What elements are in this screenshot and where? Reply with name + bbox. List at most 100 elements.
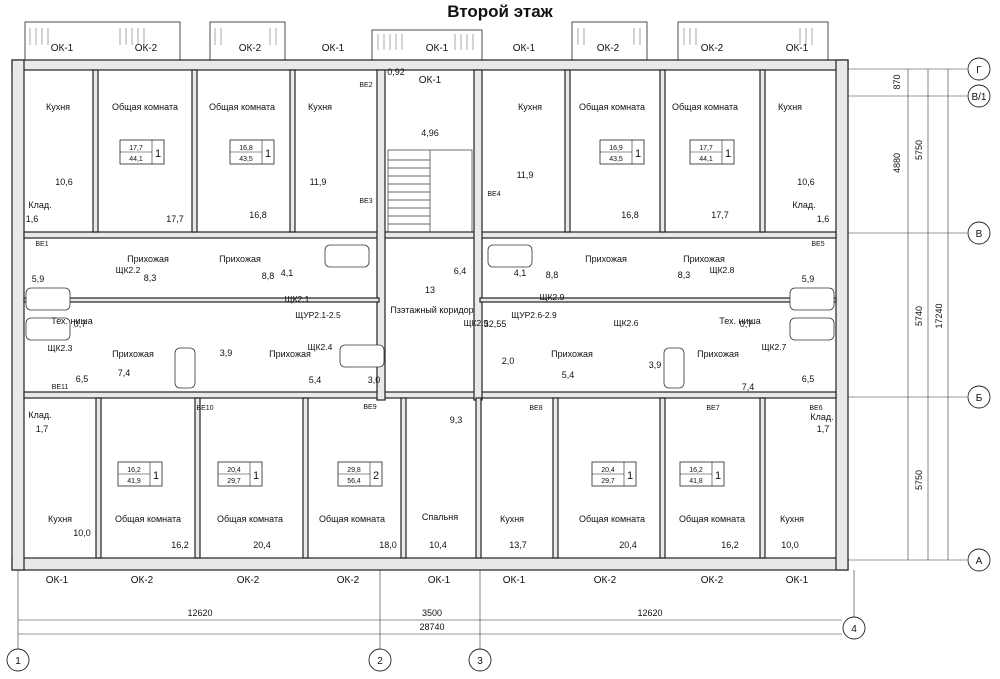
room-area: 8,8 [262,271,275,281]
apartment-living-area: 20,4 [227,467,241,474]
room-label: Клад. [792,200,815,210]
room-label: Пзэтажный коридор [390,305,473,315]
room-area: 16,2 [171,540,189,550]
room-area: 7,4 [742,382,755,392]
apartment-total-area: 41,8 [689,478,703,485]
room-label: Общая комната [319,514,385,524]
apartment-living-area: 29,8 [347,467,361,474]
balconies-top [24,21,829,61]
area-number: 3,9 [220,348,233,358]
room-label: Прихожая [127,254,169,264]
apartment-room-count: 1 [153,470,159,482]
axis-marker [967,84,991,108]
room-area: 8,8 [546,270,559,280]
room-area: 13,7 [509,540,527,550]
room-label: Общая комната [579,514,645,524]
room-label: Прихожая [551,349,593,359]
dimension-right: 5740 [914,306,924,326]
area-number: 3,0 [368,375,381,385]
room-area: 32,55 [484,319,507,329]
window-label-top: ОК-1 [786,43,809,54]
room-label: Общая комната [112,102,178,112]
room-label: Кухня [308,102,332,112]
dimension-right: 870 [892,74,902,89]
axis-label: В [976,229,983,240]
area-number: 5,9 [32,274,45,284]
axis-marker [967,385,991,409]
room-area: 5,4 [309,375,322,385]
room-label: Общая комната [115,514,181,524]
electrical-panel-label: ЩК2.8 [710,265,735,275]
room-label: Общая комната [217,514,283,524]
vent-shaft-label: ВЕ10 [196,405,213,412]
vent-shaft-label: ВЕ2 [359,82,372,89]
vent-shaft-label: ВЕ11 [52,384,69,391]
room-area: 16,2 [721,540,739,550]
room-area: 16,8 [621,210,639,220]
room-label: Тех. ниша [719,316,761,326]
room-area: 1,6 [26,214,39,224]
window-label-bottom: ОК-2 [237,575,260,586]
window-label-top: ОК-2 [597,43,620,54]
room-label: Прихожая [112,349,154,359]
apartment-room-count: 1 [265,148,271,160]
vent-shaft-label: ВЕ8 [529,405,542,412]
axis-marker [6,648,30,672]
area-number: 4,96 [421,128,439,138]
window-label-bottom: ОК-1 [46,575,69,586]
room-label: Кухня [46,102,70,112]
vent-shaft-label: ВЕ9 [363,404,376,411]
area-number: 4,1 [281,268,294,278]
room-area: 10,6 [55,177,73,187]
axis-label: А [976,556,983,567]
electrical-panel-label: ЩК2.3 [48,343,73,353]
electrical-panel-label: ЩК2.1 [285,294,310,304]
inner-walls [23,69,837,559]
room-area: 10,0 [781,540,799,550]
dimension-bottom: 28740 [419,622,444,632]
room-area: 17,7 [711,210,729,220]
window-label-bottom: ОК-1 [503,575,526,586]
electrical-panel-label: ЩК2.5 [464,318,489,328]
room-area: 16,8 [249,210,267,220]
area-number: 2,0 [502,356,515,366]
room-area: 10,0 [73,528,91,538]
room-area: 8,3 [678,270,691,280]
apartment-total-area: 56,4 [347,478,361,485]
room-label: Кухня [500,514,524,524]
apartment-total-area: 41,9 [127,478,141,485]
bathtubs [25,244,835,389]
room-area: 7,4 [118,368,131,378]
room-area: 10,6 [797,177,815,187]
apartment-room-count: 1 [155,148,161,160]
dimension-bottom: 12620 [187,608,212,618]
room-label: Кухня [518,102,542,112]
room-label: Кухня [48,514,72,524]
area-number: 4,1 [514,268,527,278]
room-label: Общая комната [679,514,745,524]
electrical-panel-label: ЩУР2.6-2.9 [511,310,557,320]
apartment-room-count: 1 [725,148,731,160]
room-area: 11,9 [517,170,534,180]
room-label: Прихожая [697,349,739,359]
area-number: 3,9 [649,360,662,370]
apartment-room-count: 1 [253,470,259,482]
window-label-bottom: ОК-2 [337,575,360,586]
room-label: Общая комната [579,102,645,112]
area-number: 13 [425,285,435,295]
window-label-top: ОК-2 [701,43,724,54]
dimension-right: 5750 [914,470,924,490]
apartment-room-count: 2 [373,470,379,482]
room-label: Клад. [28,410,51,420]
axis-marker [842,616,866,640]
apartment-living-area: 16,8 [239,145,253,152]
vent-shaft-label: ВЕ5 [811,241,824,248]
apartment-living-area: 16,9 [609,145,623,152]
dimension-right: 4880 [892,153,902,173]
axis-label: 3 [477,656,483,667]
room-area: 0,7 [740,319,753,329]
room-label: Прихожая [269,349,311,359]
electrical-panel-label: ЩК2.6 [614,318,639,328]
outer-walls [11,59,849,571]
window-label-top: ОК-1 [513,43,536,54]
